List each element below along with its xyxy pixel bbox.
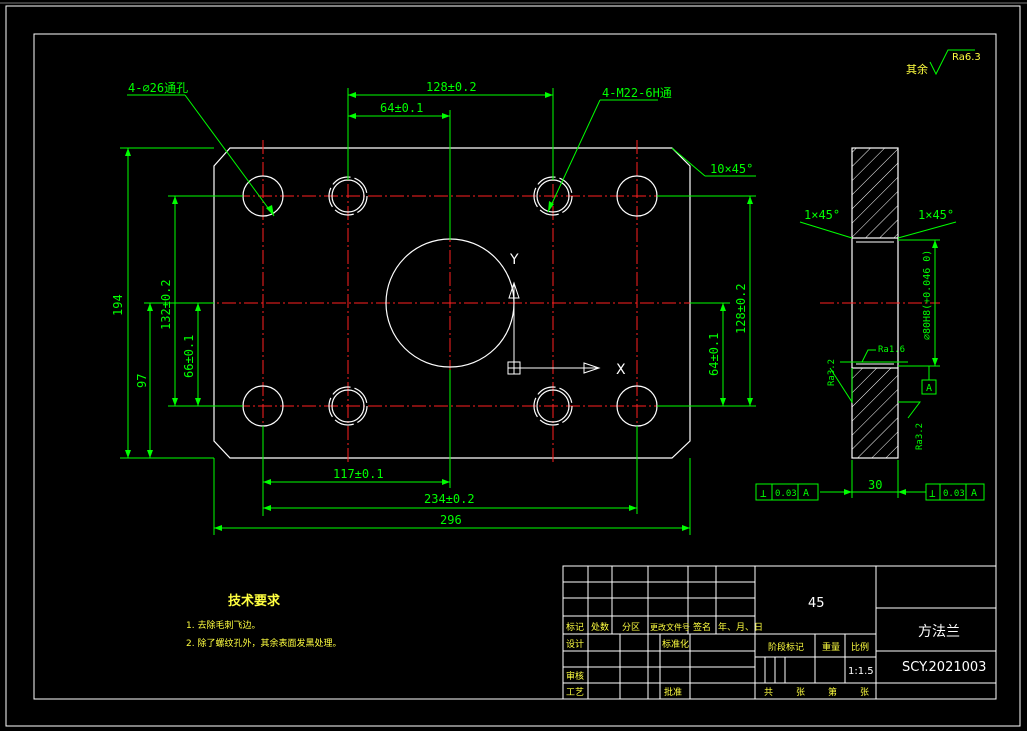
ucs-axes-icon bbox=[507, 281, 601, 375]
side-thickness: 30 bbox=[868, 478, 882, 492]
tb-header-zone: 分区 bbox=[622, 622, 640, 633]
tol-right-datum: A bbox=[971, 488, 977, 499]
tb-standardize: 标准化 bbox=[662, 638, 689, 650]
inner-frame bbox=[33, 33, 997, 700]
tech-req-title: 技术要求 bbox=[228, 593, 281, 609]
dim-right-64: 64±0.1 bbox=[707, 333, 721, 376]
tb-sheets-unit-2: 张 bbox=[860, 687, 869, 698]
tech-req-item-2: 2. 除了螺纹孔外，其余表面发黑处理。 bbox=[186, 637, 341, 649]
tb-sheets-unit-1: 张 bbox=[796, 687, 805, 698]
tb-design: 设计 bbox=[566, 638, 584, 650]
tol-left-symbol: ⊥ bbox=[760, 487, 767, 500]
tb-sheets-total: 共 bbox=[764, 687, 773, 698]
tb-part-name: 方法兰 bbox=[918, 624, 960, 640]
side-datum: A bbox=[926, 383, 932, 394]
plate-outline bbox=[213, 147, 691, 459]
tb-review: 审核 bbox=[566, 670, 584, 682]
centerlines bbox=[200, 140, 710, 462]
tb-ratio: 比例 bbox=[851, 641, 869, 653]
front-view: Y X bbox=[111, 80, 756, 535]
axis-x-label: X bbox=[616, 362, 626, 378]
dimension-lines bbox=[120, 88, 756, 535]
dim-top-64: 64±0.1 bbox=[380, 101, 423, 115]
tb-header-date: 年、月、日 bbox=[718, 621, 763, 633]
tol-left-datum: A bbox=[803, 488, 809, 499]
tol-left-value: 0.03 bbox=[775, 489, 797, 499]
dim-left-132: 132±0.2 bbox=[159, 279, 173, 330]
surface-finish-ra: Ra6.3 bbox=[952, 52, 981, 63]
dimension-arrows bbox=[125, 92, 753, 531]
tb-stage-mark: 阶段标记 bbox=[768, 641, 804, 653]
tb-weight: 重量 bbox=[822, 641, 840, 653]
dim-left-97: 97 bbox=[135, 374, 149, 388]
roughness-symbol-icon bbox=[929, 49, 975, 76]
section-upper bbox=[851, 147, 899, 239]
dim-bottom-117: 117±0.1 bbox=[333, 467, 384, 481]
tb-header-count: 处数 bbox=[591, 621, 609, 633]
tb-process: 工艺 bbox=[566, 687, 584, 698]
surface-finish-label: 其余 bbox=[906, 62, 928, 76]
callout-chamfer: 10×45° bbox=[710, 162, 753, 176]
dim-left-194: 194 bbox=[111, 294, 125, 316]
dim-bottom-296: 296 bbox=[440, 513, 462, 527]
tb-header-sign: 签名 bbox=[693, 621, 711, 633]
side-ra-left: Ra3.2 bbox=[827, 359, 837, 386]
outer-frame bbox=[5, 5, 1021, 727]
tb-sheet-no: 第 bbox=[828, 686, 837, 698]
side-ra-inner: Ra1.6 bbox=[878, 345, 905, 355]
dim-left-66: 66±0.1 bbox=[182, 335, 196, 378]
tb-approve: 批准 bbox=[664, 686, 682, 698]
axis-y-label: Y bbox=[509, 252, 519, 268]
dim-right-128: 128±0.2 bbox=[734, 283, 748, 334]
tech-requirements: 技术要求 1. 去除毛刺飞边。 2. 除了螺纹孔外，其余表面发黑处理。 bbox=[186, 593, 341, 649]
section-lower bbox=[851, 367, 899, 459]
tb-header-mark: 标记 bbox=[566, 621, 584, 633]
tb-header-change: 更改文件号 bbox=[650, 622, 690, 632]
surface-finish-note: 其余 Ra6.3 bbox=[906, 49, 981, 76]
side-view: 1×45° 1×45° ⌀80H8(+0.046 0) Ra1.6 Ra3.2 … bbox=[755, 147, 985, 501]
tb-material: 45 bbox=[808, 596, 825, 611]
title-block bbox=[562, 565, 997, 700]
tb-scale: 1:1.5 bbox=[848, 666, 874, 677]
tol-right-value: 0.03 bbox=[943, 489, 965, 499]
side-ra-right: Ra3.2 bbox=[915, 423, 925, 450]
dimension-texts: 4-⌀26通孔 4-M22-6H通 10×45° 128±0.2 64±0.1 … bbox=[111, 80, 753, 527]
tol-right-symbol: ⊥ bbox=[929, 487, 936, 500]
side-bore-fit: ⌀80H8(+0.046 0) bbox=[922, 250, 933, 340]
title-block-texts: 标记 处数 分区 更改文件号 签名 年、月、日 设计 标准化 审核 工艺 批准 … bbox=[566, 596, 986, 698]
side-chamfer-left: 1×45° bbox=[804, 208, 840, 222]
tech-req-item-1: 1. 去除毛刺飞边。 bbox=[186, 619, 260, 631]
callout-thread-holes: 4-M22-6H通 bbox=[602, 86, 672, 100]
dim-bottom-234: 234±0.2 bbox=[424, 492, 475, 506]
tb-drawing-no: SCY.2021003 bbox=[902, 660, 986, 675]
side-chamfer-right: 1×45° bbox=[918, 208, 954, 222]
callout-through-holes: 4-⌀26通孔 bbox=[128, 81, 188, 95]
dim-top-128: 128±0.2 bbox=[426, 80, 477, 94]
